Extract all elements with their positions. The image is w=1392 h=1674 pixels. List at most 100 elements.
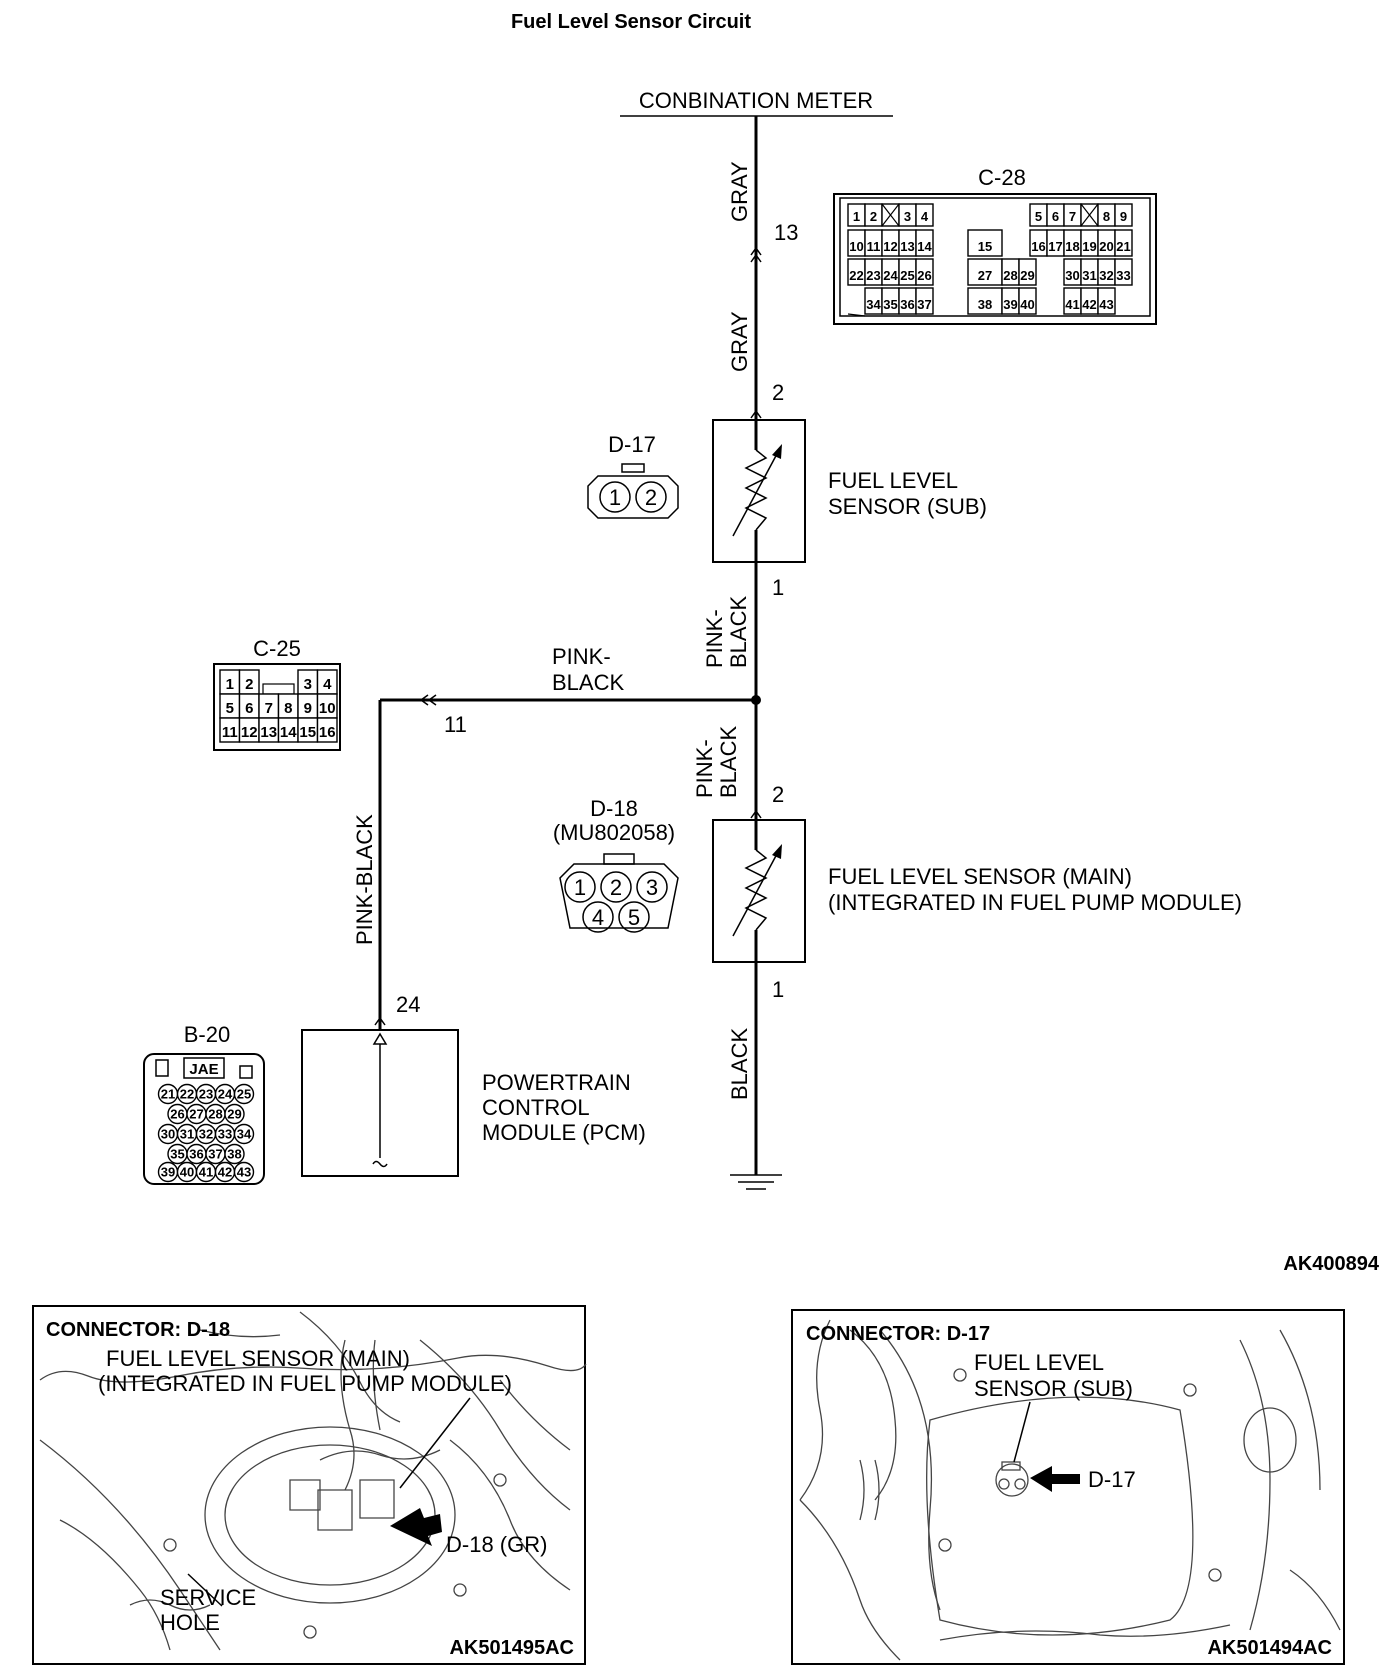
sensor-main-resistor: [744, 849, 768, 931]
b20-connector-label: B-20: [184, 1022, 230, 1047]
inset-d18-code: AK501495AC: [449, 1637, 574, 1659]
svg-text:34: 34: [237, 1127, 252, 1142]
inset-d17-vehicle-sketch: [799, 1319, 1341, 1661]
inset-d17-label-2: SENSOR (SUB): [974, 1376, 1133, 1401]
svg-text:29: 29: [227, 1107, 241, 1122]
svg-text:10: 10: [319, 700, 336, 717]
c28-pin: 4: [915, 203, 934, 227]
c25-pin: 16: [316, 717, 338, 743]
c28-pin: 29: [1018, 258, 1037, 286]
pcm-input-pin-mark: [374, 1016, 386, 1026]
inset-connector-d17: CONNECTOR: D-17 FUEL LEVEL SENSOR (SUB) …: [791, 1309, 1345, 1665]
svg-text:27: 27: [189, 1107, 203, 1122]
pin-24: 24: [396, 992, 420, 1017]
svg-text:42: 42: [1082, 297, 1096, 312]
svg-text:18: 18: [1065, 239, 1079, 254]
combination-meter-label: CONBINATION METER: [639, 88, 873, 113]
c28-pin: 25: [898, 258, 917, 286]
b20-pin: 43: [233, 1161, 255, 1183]
svg-text:4: 4: [921, 209, 929, 224]
svg-text:32: 32: [1099, 268, 1113, 283]
c28-pin: 41: [1063, 287, 1082, 315]
svg-text:40: 40: [1020, 297, 1034, 312]
svg-text:31: 31: [1082, 268, 1096, 283]
b20-pin: 24: [214, 1083, 236, 1105]
wire-label-gray-lower: GRAY: [727, 311, 752, 372]
c28-pin: 12: [881, 229, 900, 257]
svg-text:23: 23: [866, 268, 880, 283]
svg-text:26: 26: [170, 1107, 184, 1122]
svg-text:26: 26: [917, 268, 931, 283]
wire-label-branch-1: PINK-: [552, 644, 611, 669]
b20-pin: 31: [176, 1123, 198, 1145]
inset-d18-label-2: (INTEGRATED IN FUEL PUMP MODULE): [98, 1371, 512, 1396]
d18-pin-2: 2: [610, 875, 622, 900]
svg-text:35: 35: [170, 1147, 184, 1162]
c28-pin: 24: [881, 258, 900, 286]
c28-pin: 40: [1018, 287, 1037, 315]
c28-pin: 33: [1114, 258, 1133, 286]
d17-pin-1: 1: [609, 485, 621, 510]
svg-text:7: 7: [1069, 209, 1076, 224]
svg-text:12: 12: [883, 239, 897, 254]
d18-connector-face: 1 2 3 4 5: [559, 853, 679, 933]
b20-pin: 21: [157, 1083, 179, 1105]
svg-text:24: 24: [218, 1087, 233, 1102]
c28-connector-label: C-28: [978, 165, 1026, 190]
c28-pin: 30: [1063, 258, 1082, 286]
c25-pin: 11: [219, 717, 241, 743]
b20-pin: 36: [186, 1143, 207, 1165]
inset-d18-leader: [399, 1397, 471, 1489]
svg-text:28: 28: [1003, 268, 1017, 283]
svg-text:12: 12: [241, 724, 258, 741]
svg-text:43: 43: [237, 1165, 251, 1180]
b20-pin: 27: [186, 1103, 207, 1125]
c25-pin: 4: [316, 669, 338, 695]
c28-connector-shell: [839, 197, 1151, 317]
c28-pin: 36: [898, 287, 917, 315]
svg-text:33: 33: [1116, 268, 1130, 283]
sensor-main-box: [712, 819, 806, 963]
svg-text:28: 28: [208, 1107, 222, 1122]
svg-text:38: 38: [227, 1147, 241, 1162]
svg-text:41: 41: [1065, 297, 1079, 312]
inset-d17-pointer-arrow-icon: [1030, 1466, 1080, 1492]
main-top-connector-mark: [750, 809, 762, 819]
svg-text:37: 37: [208, 1147, 222, 1162]
svg-text:13: 13: [900, 239, 914, 254]
sensor-main-label-2: (INTEGRATED IN FUEL PUMP MODULE): [828, 890, 1242, 915]
svg-text:30: 30: [1065, 268, 1079, 283]
svg-text:35: 35: [883, 297, 897, 312]
svg-text:42: 42: [218, 1165, 232, 1180]
svg-text:9: 9: [1120, 209, 1127, 224]
b20-pin: 34: [233, 1123, 255, 1145]
svg-text:41: 41: [199, 1165, 213, 1180]
c25-pin: 7: [258, 693, 280, 719]
svg-text:32: 32: [199, 1127, 213, 1142]
c28-pin: 9: [1114, 203, 1133, 227]
c28-pin: 22: [847, 258, 866, 286]
figure-code: AK400894: [1283, 1253, 1380, 1275]
sensor-main-arrow-head-icon: [772, 844, 782, 859]
c25-pin: 15: [297, 717, 319, 743]
d17-connector-label: D-17: [608, 432, 656, 457]
inset-d17-code: AK501494AC: [1207, 1637, 1332, 1659]
c25-pin: 5: [219, 693, 241, 719]
svg-text:11: 11: [222, 724, 238, 741]
b20-pin: 38: [224, 1143, 245, 1165]
c28-pin: 11: [864, 229, 883, 257]
c28-blank-pin: [1080, 203, 1099, 227]
sensor-sub-variable-arrow: [732, 451, 779, 537]
wire-label-branch-2: BLACK: [552, 670, 624, 695]
svg-text:22: 22: [180, 1087, 194, 1102]
inset-d18-vehicle-sketch: [39, 1311, 587, 1651]
svg-text:22: 22: [849, 268, 863, 283]
c28-pin: 3: [898, 203, 917, 227]
svg-text:39: 39: [1003, 297, 1017, 312]
c28-pin: 42: [1080, 287, 1099, 315]
c28-pin: 31: [1080, 258, 1099, 286]
b20-pin: 28: [205, 1103, 226, 1125]
b20-latch-right: [239, 1065, 253, 1079]
svg-text:30: 30: [161, 1127, 175, 1142]
